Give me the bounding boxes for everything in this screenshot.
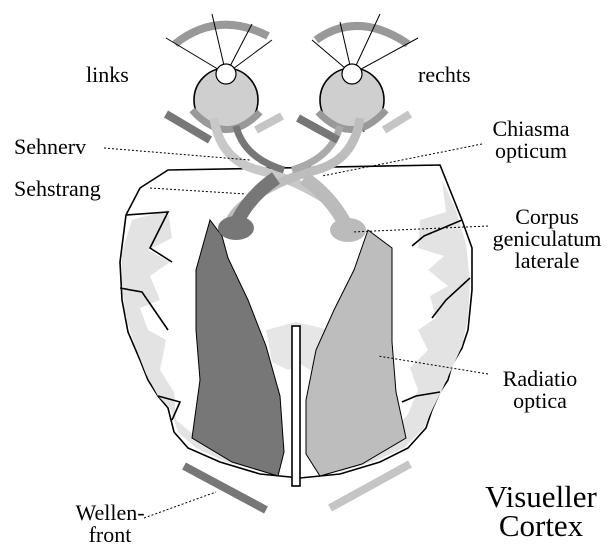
wavefront-left-eye-light (256, 116, 282, 130)
eye-right (318, 64, 386, 132)
label-wellen-line1: Wellen- (70, 502, 150, 524)
label-rechts: rechts (418, 64, 471, 86)
label-radiatio-line2: optica (488, 390, 592, 412)
label-chiasma-line1: Chiasma (472, 118, 590, 140)
label-sehnerv: Sehnerv (14, 136, 86, 158)
label-sehstrang: Sehstrang (14, 178, 101, 200)
label-links: links (86, 64, 129, 86)
label-chiasma-opticum: Chiasma opticum (472, 118, 590, 162)
label-corpus-line2: geniculatum (482, 228, 612, 250)
label-corpus-line3: laterale (482, 250, 612, 272)
label-wellenfront: Wellen- front (70, 502, 150, 546)
label-visueller-line1: Visueller (470, 482, 612, 511)
visual-field-right-arc (316, 26, 408, 44)
label-radiatio-optica: Radiatio optica (488, 368, 592, 412)
visual-field-left-arc (175, 25, 268, 44)
label-chiasma-line2: opticum (472, 140, 590, 162)
label-corpus-geniculatum: Corpus geniculatum laterale (482, 206, 612, 272)
eye-left (192, 64, 260, 132)
label-corpus-line1: Corpus (482, 206, 612, 228)
interhemispheric-fissure (292, 326, 300, 486)
label-radiatio-line1: Radiatio (488, 368, 592, 390)
lgn-right (330, 218, 366, 242)
lgn-left (218, 216, 254, 240)
label-visueller-cortex: Visueller Cortex (470, 482, 612, 541)
wavefront-right-eye-light (384, 114, 410, 130)
label-visueller-line2: Cortex (470, 511, 612, 540)
label-wellen-line2: front (70, 524, 150, 546)
